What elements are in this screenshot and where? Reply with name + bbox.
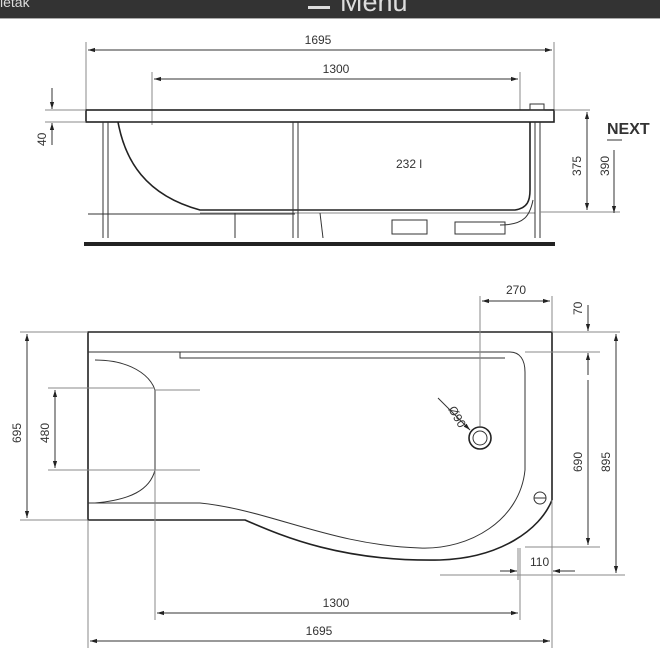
nav-link[interactable]: letak bbox=[0, 0, 30, 10]
dim-drain-offset: 270 bbox=[506, 283, 526, 297]
hamburger-icon bbox=[308, 6, 330, 10]
dim-narrow-width: 480 bbox=[38, 423, 52, 443]
dim-inner-length: 1300 bbox=[323, 62, 350, 76]
dim-rim-height: 40 bbox=[35, 132, 49, 146]
dim-max-width: 895 bbox=[599, 452, 613, 472]
brand-logo: NEXT bbox=[607, 121, 650, 138]
top-view: Ø90 270 70 690 895 695 480 110 1300 bbox=[10, 283, 625, 648]
dim-drain-margin: 70 bbox=[571, 301, 585, 315]
dim-inner-width: 690 bbox=[571, 452, 585, 472]
dim-overall-length-bottom: 1695 bbox=[306, 624, 333, 638]
top-navigation-bar: letak Menu bbox=[0, 0, 660, 19]
dim-corner-offset: 110 bbox=[530, 555, 549, 569]
dim-drain-diameter: Ø90 bbox=[445, 404, 469, 431]
dim-total-height: 390 bbox=[598, 156, 612, 176]
menu-button[interactable]: Menu bbox=[308, 0, 408, 18]
dim-inner-length-bottom: 1300 bbox=[323, 596, 350, 610]
dim-overall-length: 1695 bbox=[305, 33, 332, 47]
bathtub-technical-drawing: 1695 1300 40 232 l 375 390 bbox=[10, 33, 650, 648]
dim-depth: 375 bbox=[570, 156, 584, 176]
menu-label: Menu bbox=[340, 0, 408, 17]
volume-label: 232 l bbox=[396, 157, 422, 171]
side-view: 1695 1300 40 232 l 375 390 bbox=[35, 33, 650, 246]
dim-overall-width: 695 bbox=[10, 423, 24, 443]
